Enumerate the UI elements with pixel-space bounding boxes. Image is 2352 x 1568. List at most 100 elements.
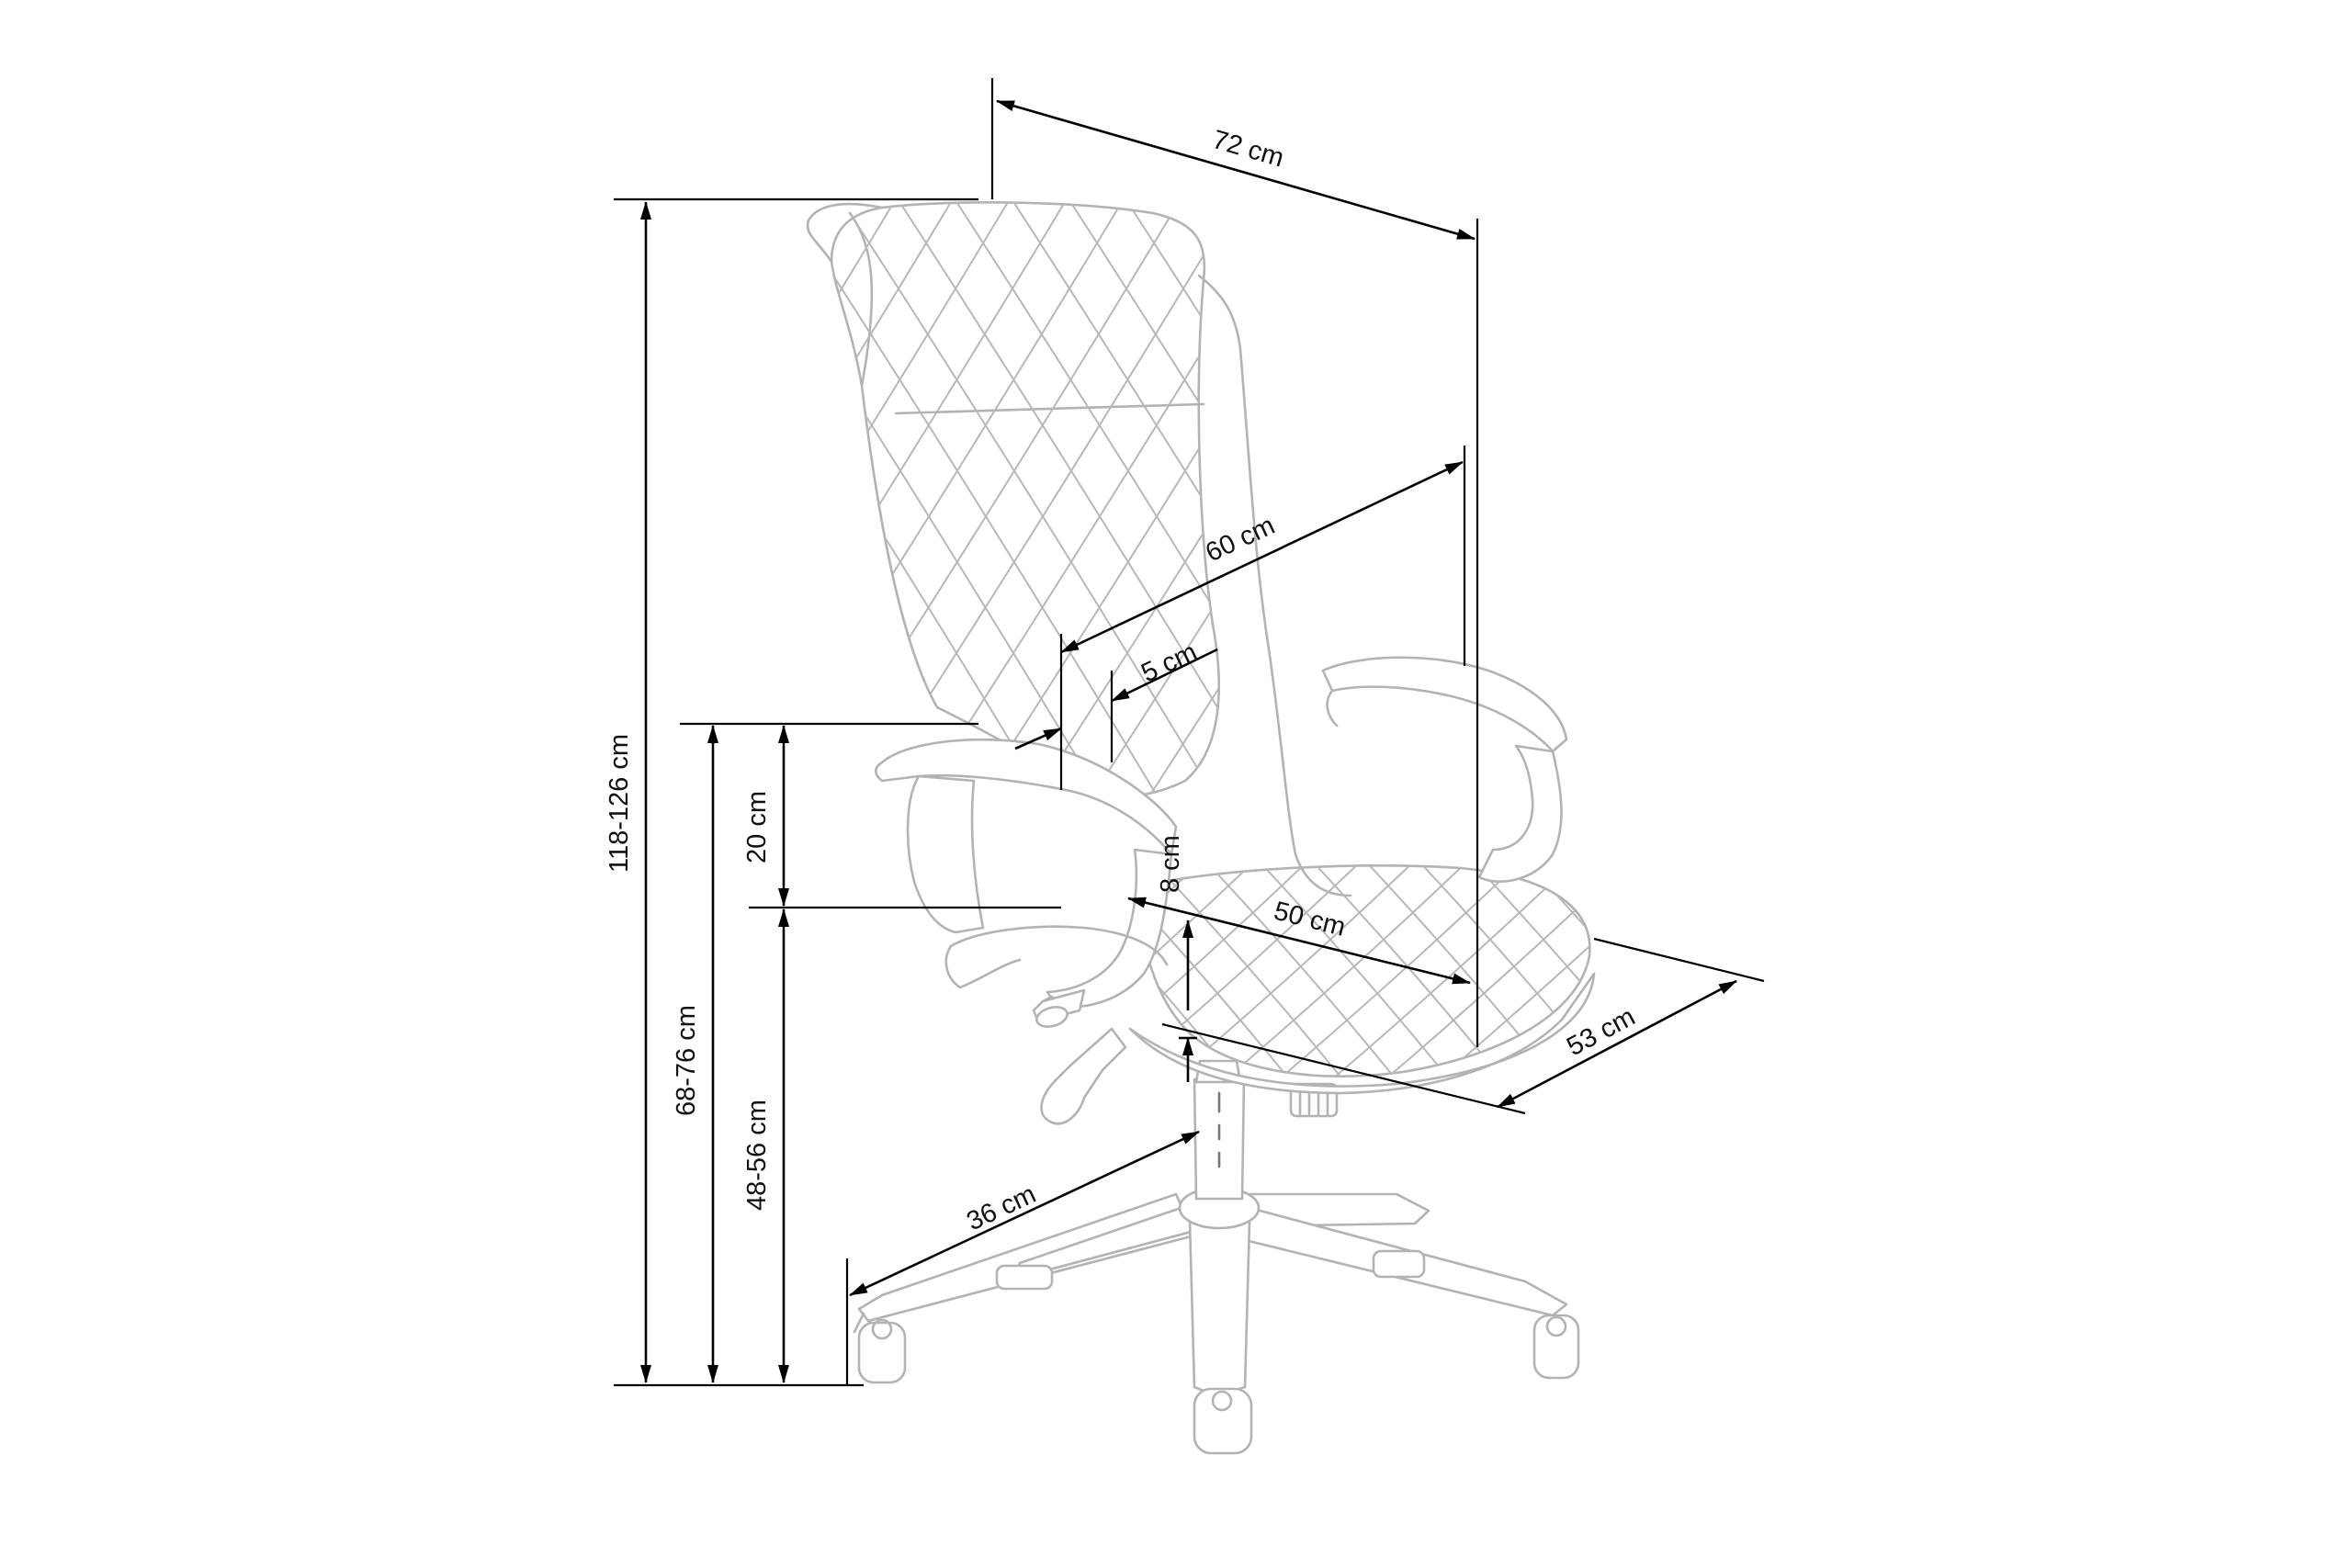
seat-quilt-line <box>1843 859 2042 1089</box>
seat-quilt-line <box>1139 865 1258 1077</box>
backrest-quilt-line <box>831 202 841 797</box>
seat-quilt-line <box>1630 859 1829 1089</box>
backrest-quilt-line <box>0 197 197 808</box>
backrest-quilt-line <box>230 197 612 808</box>
backrest-quilt-line <box>831 202 955 797</box>
backrest-quilt-line <box>2052 197 2352 808</box>
backrest-quilt-line <box>441 197 823 808</box>
right-armrest <box>1321 656 1568 883</box>
backrest-quilt-line <box>1540 197 1922 808</box>
backrest-quilt-line <box>1124 202 1219 797</box>
seat-depth-arrow <box>1127 897 1471 985</box>
seat-quilt-line <box>1747 859 2003 1089</box>
armrest-above-seat-label: 20 cm <box>742 791 772 863</box>
backrest-quilt-line <box>831 202 1069 797</box>
backrest-quilt-line <box>1768 197 2150 808</box>
armrest-width-arrow <box>1014 727 1062 750</box>
backrest-quilt-line <box>0 197 368 808</box>
backrest-quilt-line <box>384 197 766 808</box>
backrest-quilt-line <box>0 197 254 808</box>
backrest-quilt-line <box>2036 197 2352 808</box>
seat-quilt-line <box>1790 859 1989 1089</box>
backrest-quilt-line <box>1295 197 1678 808</box>
backrest-quilt-line <box>270 197 652 808</box>
backrest-quilt-line <box>116 197 498 808</box>
backrest-quilt-line <box>1825 197 2207 808</box>
seat-front-extension <box>1161 1022 1526 1115</box>
backrest <box>0 197 2352 897</box>
backrest-quilt-line <box>0 197 26 808</box>
seat-quilt-line <box>682 859 937 1089</box>
backrest-quilt-line <box>0 197 156 808</box>
backrest-quilt-line <box>42 197 424 808</box>
backrest-quilt-line <box>1409 197 1792 808</box>
backrest-quilt-line <box>0 197 83 808</box>
backrest-quilt-line <box>1694 197 2076 808</box>
overall-depth-arrow <box>1497 979 1737 1109</box>
seat-back-extension <box>1593 937 1765 983</box>
backrest-quilt-line <box>59 197 441 808</box>
backrest-quilt-line <box>173 197 555 808</box>
backrest-quilt-line <box>1865 197 2247 808</box>
seat-quilt-line <box>884 859 1083 1089</box>
seat-quilt-line <box>1576 865 1590 1077</box>
seat-quilt-line <box>1641 859 1896 1089</box>
seat-height-label: 48-56 cm <box>742 1100 772 1211</box>
seat-quilt-line <box>1374 865 1590 1077</box>
base-radius-arrow <box>849 1130 1200 1297</box>
backrest-quilt-line <box>287 197 669 808</box>
backrest-quilt-line <box>831 202 1109 797</box>
backrest-quilt-line <box>2 197 384 808</box>
base-radius-label: 36 cm <box>962 1179 1040 1236</box>
backrest-quilt-line <box>0 197 42 808</box>
seat-quilt-line <box>2003 859 2202 1089</box>
backrest-quilt-line <box>2321 197 2352 808</box>
backrest-quilt-line <box>1083 202 1219 797</box>
seat-quilt-line <box>724 859 923 1089</box>
backrest-quilt-line <box>1939 197 2321 808</box>
seat-quilt-line <box>1683 859 1883 1089</box>
backrest-quilt-line <box>327 197 709 808</box>
seat-quilt-line <box>1736 859 1936 1089</box>
backrest-quilt-line <box>2093 197 2352 808</box>
chair-base <box>853 1186 1580 1455</box>
backrest-quilt-line <box>1238 197 1621 808</box>
backrest-quilt-line <box>1140 202 1219 797</box>
backrest-quilt-line <box>0 197 213 808</box>
backrest-quilt-line <box>831 202 1012 797</box>
backrest-quilt-line <box>156 197 538 808</box>
backrest-quilt-line <box>401 197 783 808</box>
backrest-quilt-line <box>831 202 898 797</box>
backrest-quilt-line <box>99 197 481 808</box>
backrest-quilt-line <box>1026 202 1219 797</box>
chair-drawing <box>0 197 2352 1455</box>
seat-quilt-line <box>1427 865 1590 1077</box>
backrest-quilt-line <box>0 197 327 808</box>
backrest-quilt-line <box>1580 197 1962 808</box>
backrest-quilt-line <box>831 202 881 797</box>
backrest-quilt-line <box>213 197 595 808</box>
seat-quilt-line <box>788 859 1044 1089</box>
seat-quilt-line <box>1896 859 2096 1089</box>
seat-quilt-line <box>1801 859 2056 1089</box>
tilt-lever <box>1040 1027 1127 1125</box>
dimension-lines <box>614 78 1765 1387</box>
backrest-quilt-line <box>0 197 270 808</box>
backrest-quilt-line <box>1369 197 1751 808</box>
backrest-quilt-line <box>839 202 1219 797</box>
backrest-quilt-line <box>0 197 140 808</box>
backrest-quilt-line <box>1067 202 1219 797</box>
seat-quilt-line <box>628 859 884 1089</box>
backrest-quilt-line <box>1751 197 2133 808</box>
backrest-quilt-line <box>2150 197 2352 808</box>
backrest-quilt-line <box>344 197 726 808</box>
backrest-quilt-line <box>1996 197 2352 808</box>
backrest-quilt-line <box>1808 197 2190 808</box>
backrest-quilt-line <box>0 197 311 808</box>
backrest-width-label: 60 cm <box>1201 511 1279 568</box>
backrest-quilt-line <box>1922 197 2304 808</box>
total-height-label: 118-126 cm <box>605 734 634 873</box>
backrest-quilt-line <box>831 202 1125 797</box>
seat-quilt-line <box>1139 865 1204 1077</box>
